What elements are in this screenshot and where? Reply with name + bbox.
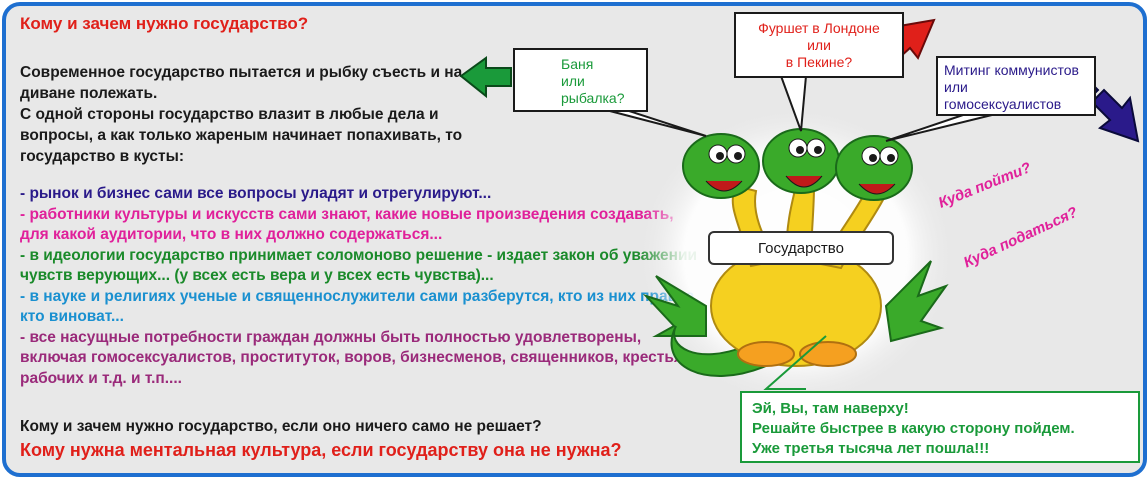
bubble-line: Уже третья тысяча лет пошла!!!	[752, 440, 990, 457]
bubble-line: Решайте быстрее в какую сторону пойдем.	[752, 420, 1075, 437]
bubble-line: Эй, Вы, там наверху!	[752, 400, 909, 417]
bubble-line: Баня	[561, 56, 594, 72]
bubble-line: или	[807, 37, 831, 53]
three-headed-dragon-illustration	[642, 128, 949, 377]
intro-paragraph: С одной стороны государство влазит в люб…	[20, 106, 463, 165]
question-2: Кому нужна ментальная культура, если гос…	[20, 440, 622, 460]
bubble-furshet: Фуршет в Лондоне или в Пекине?	[734, 12, 904, 78]
page-title: Кому и зачем нужно государство?	[20, 14, 309, 33]
bubble-line: или	[561, 73, 585, 89]
list-item: - в идеологии государство принимает соло…	[20, 246, 698, 285]
list-item: - в науке и религиях ученые и священносл…	[20, 287, 695, 326]
bubble-line: гомосексуалистов	[944, 96, 1062, 112]
bubble-line: в Пекине?	[785, 54, 853, 70]
bubble-line: рыбалка?	[561, 90, 625, 106]
issues-list: - рынок и бизнес сами все вопросы уладят…	[20, 184, 700, 389]
list-item: - работники культуры и искусств сами зна…	[20, 205, 674, 244]
bubble-line: Фуршет в Лондоне	[758, 20, 880, 36]
bubble-line: Митинг коммунистов	[944, 62, 1079, 78]
bubble-miting: Митинг коммунистов или гомосексуалистов	[936, 56, 1096, 116]
intro-paragraph: Современное государство пытается и рыбку…	[20, 64, 463, 102]
bubble-line: или	[944, 79, 968, 95]
list-item: - все насущные потребности граждан должн…	[20, 328, 697, 387]
question-1: Кому и зачем нужно государство, если оно…	[20, 418, 542, 435]
list-item: - рынок и бизнес сами все вопросы уладят…	[20, 185, 492, 202]
intro-text: Современное государство пытается и рыбку…	[20, 62, 470, 167]
bubble-banya: Баня или рыбалка?	[513, 48, 648, 112]
bubble-ey: Эй, Вы, там наверху! Решайте быстрее в к…	[740, 391, 1140, 463]
state-label: Государство	[708, 231, 894, 265]
